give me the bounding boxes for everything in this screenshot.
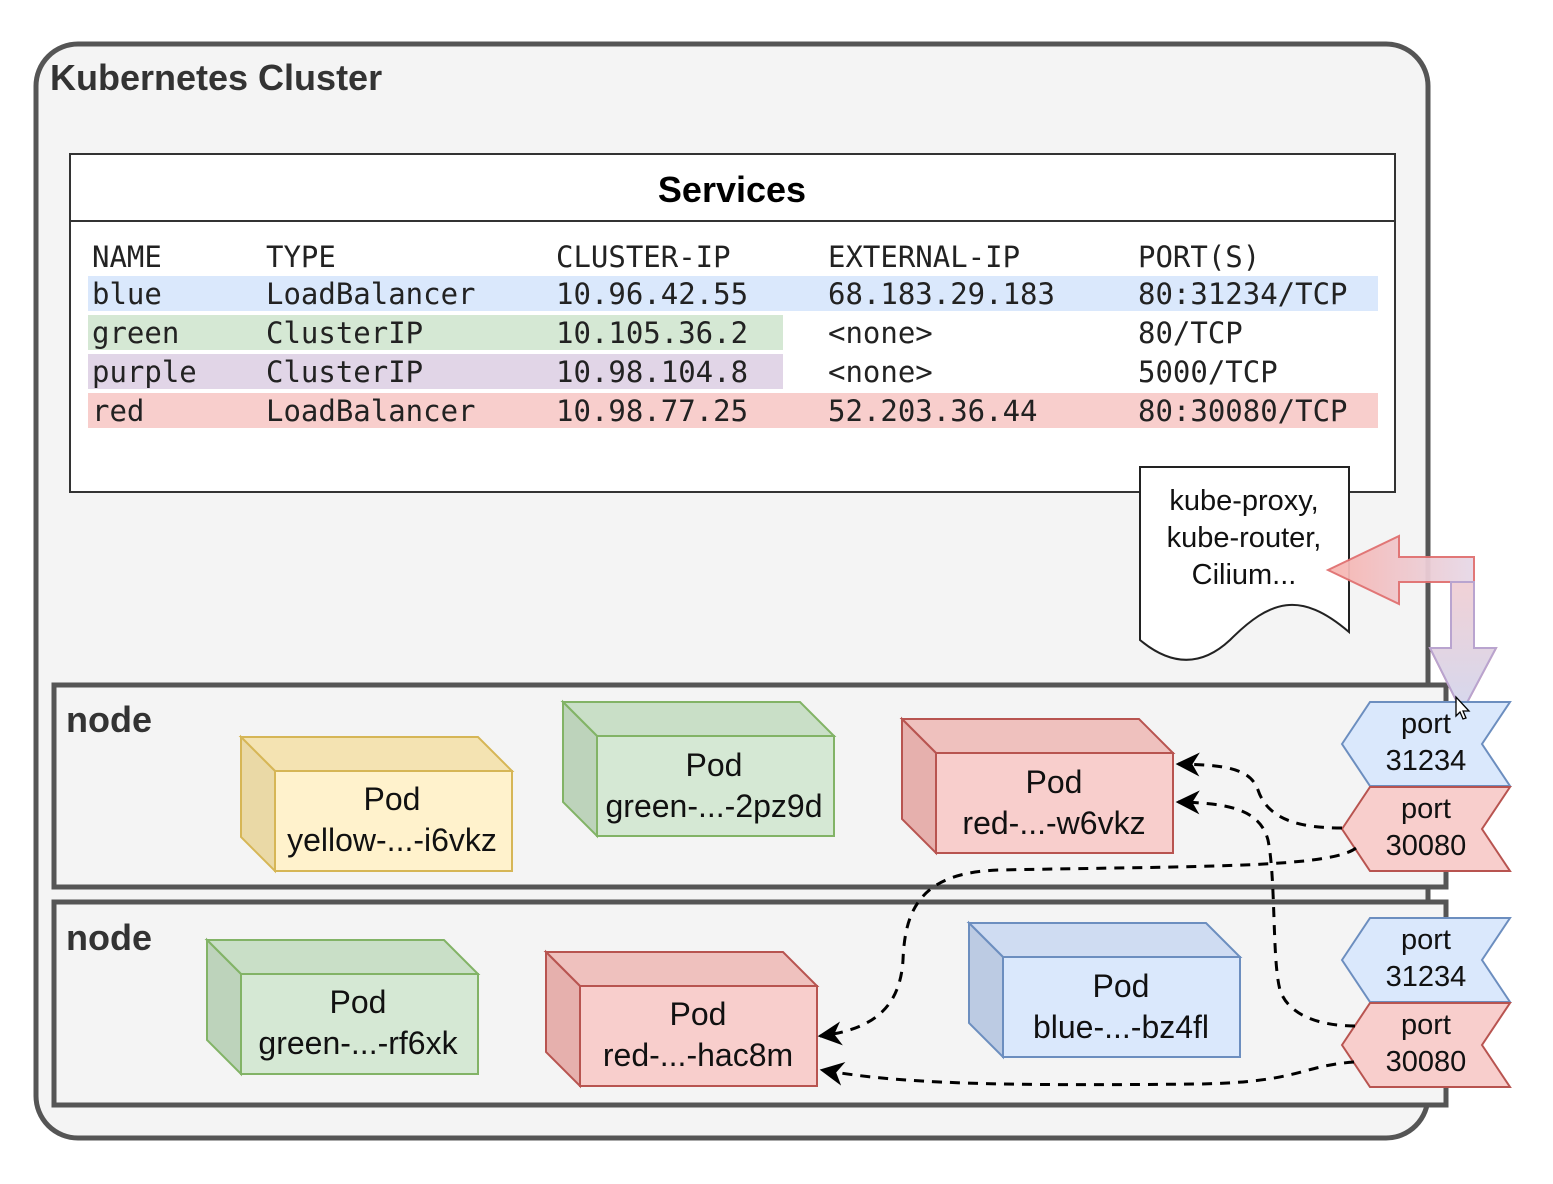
pod-red-w6vkz: Pod red-...-w6vkz xyxy=(899,716,1176,856)
cell-ports: 5000/TCP xyxy=(1138,355,1278,389)
pod-name: blue-...-bz4fl xyxy=(1033,1009,1209,1045)
pod-name: red-...-w6vkz xyxy=(962,805,1145,841)
port-30080-node1: port 30080 xyxy=(1340,786,1512,872)
port-label: port xyxy=(1401,1009,1451,1041)
pod-title: Pod xyxy=(1093,968,1150,1004)
routing-connectors xyxy=(817,752,1357,1087)
cell-ports: 80:31234/TCP xyxy=(1138,277,1348,311)
port-label: port xyxy=(1401,793,1451,825)
pod-title: Pod xyxy=(670,996,727,1032)
cell-type: LoadBalancer xyxy=(266,277,476,311)
pod-title: Pod xyxy=(1026,764,1083,800)
port-number: 31234 xyxy=(1386,961,1467,993)
pod-red-hac8m: Pod red-...-hac8m xyxy=(543,949,820,1089)
cell-external-ip: 68.183.29.183 xyxy=(828,277,1055,311)
cell-name: purple xyxy=(92,355,197,389)
port-label: port xyxy=(1401,924,1451,956)
row-highlight-red xyxy=(88,393,1378,428)
cell-cluster-ip: 10.96.42.55 xyxy=(556,277,748,311)
connector-port2-to-red-w6vkz xyxy=(1175,790,1356,1028)
port-number: 30080 xyxy=(1386,1046,1467,1078)
pod-yellow-i6vkz: Pod yellow-...-i6vkz xyxy=(238,734,515,874)
connector-port1-to-red-hac8m xyxy=(817,846,1357,1046)
cell-cluster-ip: 10.98.104.8 xyxy=(556,355,748,389)
proxy-note: kube-proxy, kube-router, Cilium... xyxy=(1139,466,1350,661)
pod-green-2pz9d: Pod green-...-2pz9d xyxy=(560,699,837,839)
pod-title: Pod xyxy=(330,984,387,1020)
cell-type: LoadBalancer xyxy=(266,394,476,428)
port-31234-node1: port 31234 xyxy=(1340,701,1512,787)
pod-name: green-...-2pz9d xyxy=(605,788,822,824)
proxy-note-line: Cilium... xyxy=(1192,559,1297,591)
cell-type: ClusterIP xyxy=(266,355,423,389)
pod-title: Pod xyxy=(686,747,743,783)
cell-name: green xyxy=(92,316,179,350)
cell-external-ip: <none> xyxy=(828,355,933,389)
proxy-note-line: kube-proxy, xyxy=(1169,485,1318,517)
connector-port1-to-red-w6vkz-top xyxy=(1175,752,1343,830)
port-31234-node2: port 31234 xyxy=(1340,917,1512,1003)
cell-ports: 80:30080/TCP xyxy=(1138,394,1348,428)
node-label: node xyxy=(66,699,152,740)
port-number: 30080 xyxy=(1386,830,1467,862)
header-external-ip: EXTERNAL-IP xyxy=(828,240,1020,274)
row-highlight-purple xyxy=(88,354,783,389)
pod-name: red-...-hac8m xyxy=(603,1037,793,1073)
cell-ports: 80/TCP xyxy=(1138,316,1243,350)
port-label: port xyxy=(1401,708,1451,740)
services-table: Services NAME TYPE CLUSTER-IP EXTERNAL-I… xyxy=(69,153,1396,493)
pod-name: yellow-...-i6vkz xyxy=(287,822,497,858)
cell-name: red xyxy=(92,394,144,428)
pod-title: Pod xyxy=(364,781,421,817)
pod-name: green-...-rf6xk xyxy=(258,1025,458,1061)
cell-cluster-ip: 10.98.77.25 xyxy=(556,394,748,428)
cell-name: blue xyxy=(92,277,162,311)
proxy-note-line: kube-router, xyxy=(1167,522,1322,554)
row-highlight-green xyxy=(88,315,783,350)
services-title: Services xyxy=(658,169,806,210)
cell-type: ClusterIP xyxy=(266,316,423,350)
cluster-title: Kubernetes Cluster xyxy=(50,57,382,98)
mouse-cursor-icon xyxy=(1455,695,1471,720)
port-number: 31234 xyxy=(1386,745,1467,777)
cell-cluster-ip: 10.105.36.2 xyxy=(556,316,748,350)
header-name: NAME xyxy=(92,240,162,274)
node-label: node xyxy=(66,917,152,958)
pod-green-rf6xk: Pod green-...-rf6xk xyxy=(204,937,481,1077)
cell-external-ip: 52.203.36.44 xyxy=(828,394,1038,428)
row-highlight-blue xyxy=(88,276,1378,311)
header-cluster-ip: CLUSTER-IP xyxy=(556,240,731,274)
cell-external-ip: <none> xyxy=(828,316,933,350)
header-ports: PORT(S) xyxy=(1138,240,1260,274)
port-30080-node2: port 30080 xyxy=(1340,1002,1512,1088)
header-type: TYPE xyxy=(266,240,336,274)
pod-blue-bz4fl: Pod blue-...-bz4fl xyxy=(966,920,1243,1060)
